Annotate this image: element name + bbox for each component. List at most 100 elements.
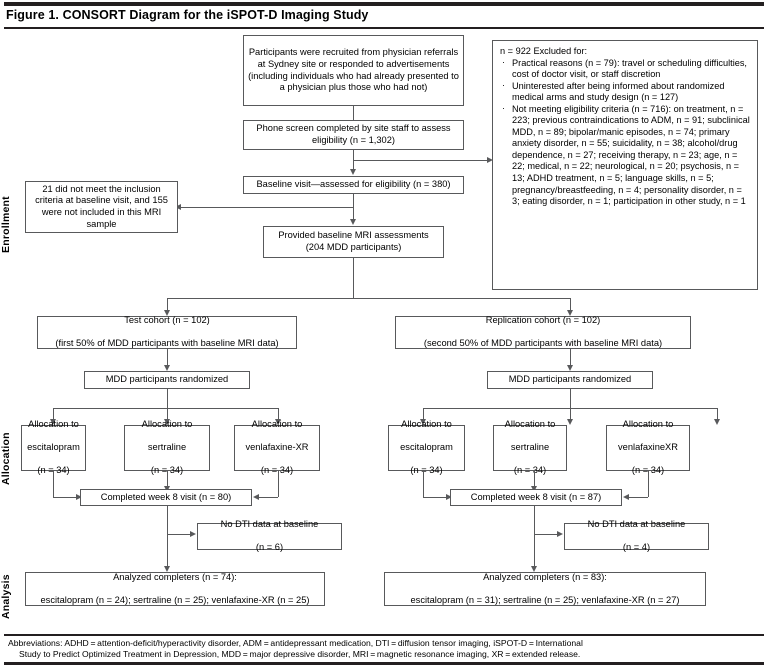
node-allocation-right-venlafaxine: Allocation to venlafaxineXR (n = 34) bbox=[606, 419, 690, 475]
abbreviations-line1: Abbreviations: ADHD = attention-deficit/… bbox=[8, 638, 583, 648]
bullet-icon: · bbox=[502, 102, 505, 113]
header-rule-top bbox=[4, 2, 764, 6]
arrowhead-not-included bbox=[175, 204, 181, 210]
connector-allocleft3-down bbox=[278, 471, 279, 497]
node-recruitment: Participants were recruited from physici… bbox=[243, 35, 464, 106]
test-cohort-line2: (first 50% of MDD participants with base… bbox=[55, 338, 279, 349]
connector-to-replication-cohort bbox=[570, 298, 571, 311]
connector-cohort-split-bus bbox=[167, 298, 570, 299]
footer-rule-bottom bbox=[4, 662, 764, 665]
abbreviations-note: Abbreviations: ADHD = attention-deficit/… bbox=[8, 638, 760, 661]
node-no-dti-right: No DTI data at baseline (n = 4) bbox=[564, 519, 709, 552]
node-phone-screen: Phone screen completed by site staff to … bbox=[243, 120, 464, 150]
bullet-icon: · bbox=[502, 79, 505, 90]
connector-testcohort-down bbox=[167, 349, 168, 366]
replication-cohort-line2: (second 50% of MDD participants with bas… bbox=[423, 338, 663, 349]
arrowhead-analyzed-right bbox=[531, 566, 537, 572]
node-test-cohort: Test cohort (n = 102) (first 50% of MDD … bbox=[37, 315, 297, 349]
arrowhead-alloc-right-1 bbox=[420, 419, 426, 425]
connector-phonescreen-to-exclusions bbox=[353, 160, 489, 161]
stage-label-analysis: Analysis bbox=[0, 574, 12, 620]
connector-to-test-cohort bbox=[167, 298, 168, 311]
node-analyzed-left: Analyzed completers (n = 74): escitalopr… bbox=[25, 572, 325, 606]
exclusion-item: ·Uninterested after being informed about… bbox=[502, 79, 725, 103]
node-allocation-left-escitalopram: Allocation to escitalopram (n = 34) bbox=[21, 419, 86, 475]
connector-week8right-down bbox=[534, 506, 535, 568]
node-allocation-right-escitalopram: Allocation to escitalopram (n = 34) bbox=[388, 419, 465, 475]
node-analyzed-right: Analyzed completers (n = 83): escitalopr… bbox=[384, 572, 706, 606]
connector-alloc-right-1 bbox=[423, 408, 424, 420]
arrowhead-randomized-left bbox=[164, 365, 170, 371]
footer-rule-top bbox=[4, 634, 764, 636]
arrowhead-week8-left-from-left bbox=[76, 494, 82, 500]
connector-allocleft3-to-week8 bbox=[256, 497, 278, 498]
stage-label-enrollment: Enrollment bbox=[0, 196, 12, 254]
connector-baselinevisit-to-notincluded bbox=[178, 207, 353, 208]
exclusions-list: ·Practical reasons (n = 79): travel or s… bbox=[500, 56, 751, 208]
connector-allocright1-to-week8 bbox=[423, 497, 448, 498]
exclusion-item: ·Practical reasons (n = 79): travel or s… bbox=[502, 56, 747, 80]
connector-alloc-left-bus bbox=[53, 408, 278, 409]
connector-allocleft2-down bbox=[167, 471, 168, 487]
node-exclusions: n = 922 Excluded for: ·Practical reasons… bbox=[492, 40, 758, 290]
connector-allocright3-down bbox=[648, 471, 649, 497]
arrowhead-alloc-right-2 bbox=[567, 419, 573, 425]
node-baseline-visit: Baseline visit—assessed for eligibility … bbox=[243, 176, 464, 194]
exclusion-item: ·Not meeting eligibility criteria (n = 7… bbox=[502, 102, 750, 207]
exclusions-heading: n = 922 Excluded for: bbox=[500, 46, 588, 56]
connector-allocright2-down bbox=[534, 471, 535, 487]
arrowhead-alloc-left-1 bbox=[50, 419, 56, 425]
node-replication-cohort: Replication cohort (n = 102) (second 50%… bbox=[395, 315, 691, 349]
bullet-icon: · bbox=[502, 56, 505, 67]
test-cohort-line1: Test cohort (n = 102) bbox=[124, 315, 210, 326]
node-provided-mri: Provided baseline MRI assessments (204 M… bbox=[263, 226, 444, 258]
arrowhead-week8-left-from-right bbox=[253, 494, 259, 500]
arrowhead-replication-cohort bbox=[567, 310, 573, 316]
stage-label-allocation: Allocation bbox=[0, 432, 12, 486]
arrowhead-randomized-right bbox=[567, 365, 573, 371]
header-rule-bottom bbox=[4, 27, 764, 29]
connector-allocright3-to-week8 bbox=[626, 497, 648, 498]
connector-allocleft1-down bbox=[53, 471, 54, 497]
connector-baselinevisit-down bbox=[353, 194, 354, 220]
node-randomized-left: MDD participants randomized bbox=[84, 371, 250, 389]
node-week8-left: Completed week 8 visit (n = 80) bbox=[80, 489, 252, 506]
node-allocation-left-venlafaxine: Allocation to venlafaxine-XR (n = 34) bbox=[234, 419, 320, 475]
node-no-dti-left: No DTI data at baseline (n = 6) bbox=[197, 519, 342, 552]
connector-week8left-to-nodti bbox=[167, 534, 192, 535]
connector-week8right-to-nodti bbox=[534, 534, 559, 535]
arrowhead-alloc-left-3 bbox=[275, 419, 281, 425]
connector-replicationcohort-down bbox=[570, 349, 571, 366]
node-not-included: 21 did not meet the inclusion criteria a… bbox=[25, 181, 178, 233]
connector-randomizedright-down bbox=[570, 389, 571, 408]
connector-alloc-right-2 bbox=[570, 408, 571, 420]
connector-providedmri-down bbox=[353, 258, 354, 298]
node-allocation-right-sertraline: Allocation to sertraline (n = 34) bbox=[493, 419, 567, 475]
abbreviations-line2: Study to Predict Optimized Treatment in … bbox=[19, 649, 581, 660]
arrowhead-week8-right-from-left bbox=[446, 494, 452, 500]
connector-alloc-left-1 bbox=[53, 408, 54, 420]
arrowhead-alloc-right-3 bbox=[714, 419, 720, 425]
arrowhead-alloc-left-2 bbox=[164, 419, 170, 425]
arrowhead-week8-right-from-right bbox=[623, 494, 629, 500]
arrowhead-baseline-visit bbox=[350, 169, 356, 175]
connector-recruitment-to-phonescreen bbox=[353, 106, 354, 120]
arrowhead-analyzed-left bbox=[164, 566, 170, 572]
replication-cohort-line1: Replication cohort (n = 102) bbox=[485, 315, 601, 326]
arrowhead-nodti-right bbox=[557, 531, 563, 537]
arrowhead-exclusions bbox=[487, 157, 493, 163]
connector-alloc-left-3 bbox=[278, 408, 279, 420]
connector-allocleft1-to-week8 bbox=[53, 497, 78, 498]
connector-alloc-left-2 bbox=[167, 408, 168, 420]
arrowhead-test-cohort bbox=[164, 310, 170, 316]
node-week8-right: Completed week 8 visit (n = 87) bbox=[450, 489, 622, 506]
node-randomized-right: MDD participants randomized bbox=[487, 371, 653, 389]
connector-allocright1-down bbox=[423, 471, 424, 497]
node-allocation-left-sertraline: Allocation to sertraline (n = 34) bbox=[124, 419, 210, 475]
arrowhead-nodti-left bbox=[190, 531, 196, 537]
connector-week8left-down bbox=[167, 506, 168, 568]
arrowhead-provided-mri bbox=[350, 219, 356, 225]
figure-title: Figure 1. CONSORT Diagram for the iSPOT-… bbox=[6, 8, 369, 22]
connector-randomizedleft-down bbox=[167, 389, 168, 408]
